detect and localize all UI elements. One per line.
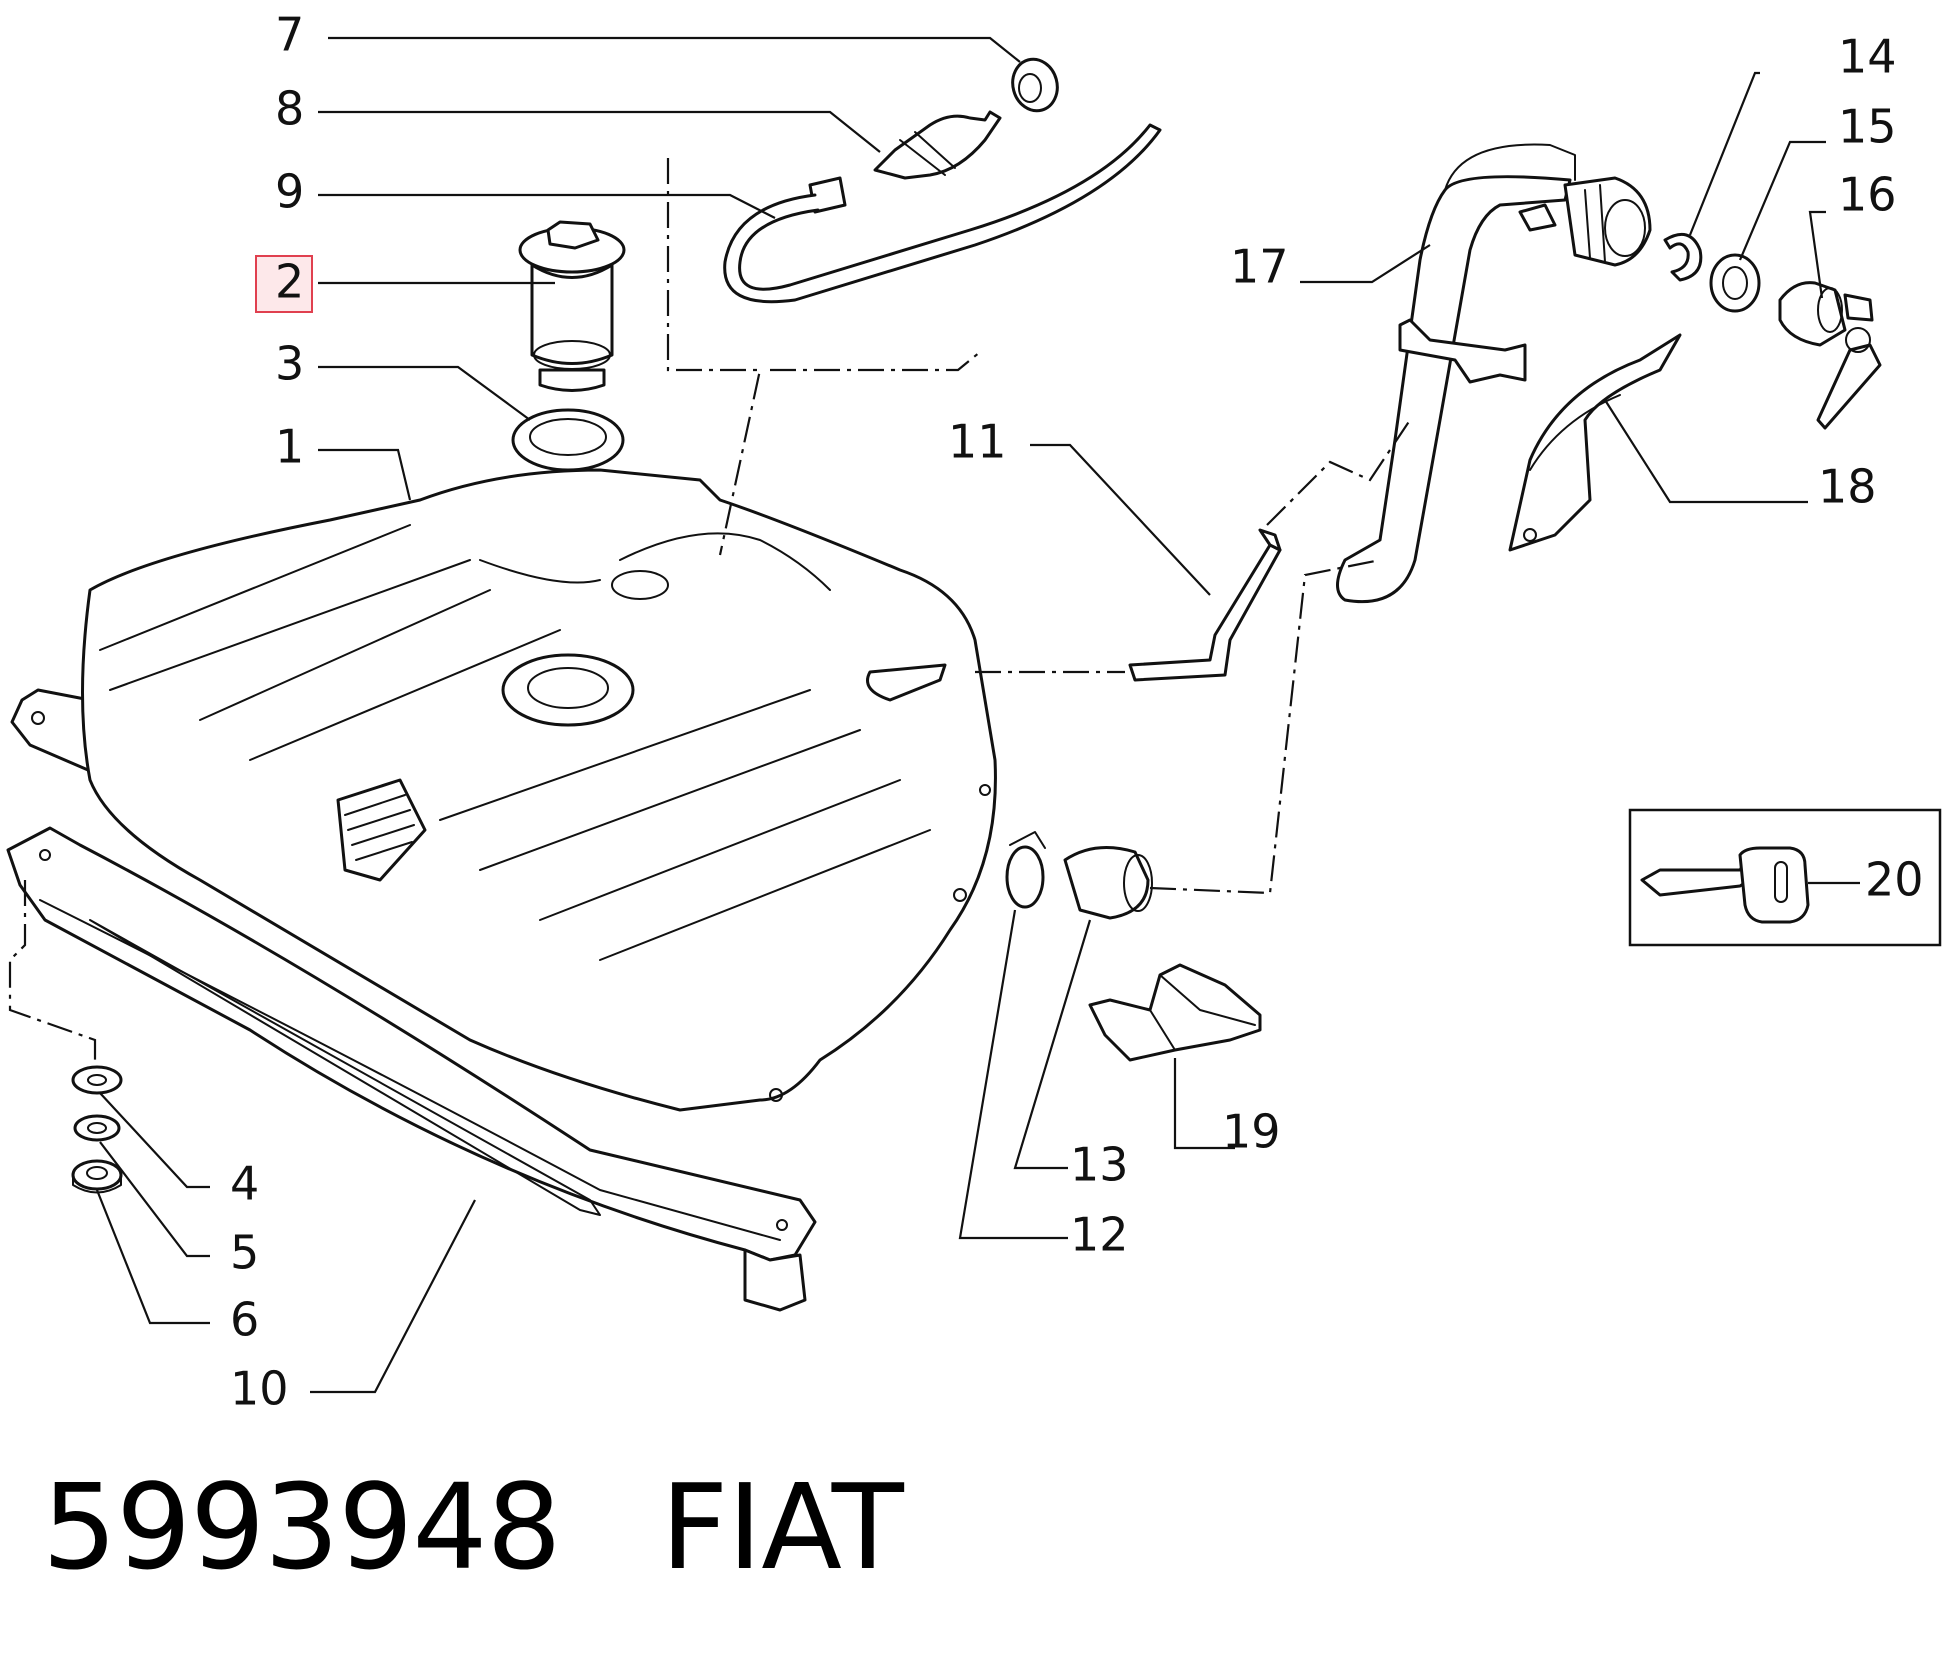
callout-14: 14: [1838, 30, 1897, 84]
callout-20: 20: [1865, 853, 1924, 907]
callout-10: 10: [230, 1362, 289, 1416]
bracket: [1088, 963, 1262, 1062]
callout-5: 5: [230, 1226, 259, 1280]
support-strap: [6, 826, 817, 1312]
callout-16: 16: [1838, 168, 1897, 222]
callout-18: 18: [1818, 460, 1877, 514]
seal-ring: [511, 408, 625, 472]
part-title: 5993948 FIAT: [42, 1458, 904, 1596]
vent-valve-assembly: [723, 57, 1162, 304]
callout-11: 11: [948, 415, 1007, 469]
heat-shield: [1508, 333, 1682, 552]
callout-9: 9: [275, 165, 304, 219]
callout-15: 15: [1838, 100, 1897, 154]
callout-8: 8: [275, 82, 304, 136]
callout-3: 3: [275, 337, 304, 391]
part-number: 5993948: [42, 1458, 562, 1596]
callout-17: 17: [1230, 240, 1289, 294]
brand-name: FIAT: [660, 1458, 904, 1596]
fuel-pump-sender: [518, 220, 626, 392]
callout-2-highlight: [255, 255, 313, 313]
key-inset: [1628, 808, 1942, 947]
filler-cap-set: [1663, 232, 1882, 430]
washer-set: [71, 1065, 123, 1194]
callout-19: 19: [1222, 1105, 1281, 1159]
callout-2: 2: [275, 255, 304, 309]
callout-numbers: 7 8 9 2 3 1 4 5 6 10 11 13 12 14 15 16 1…: [230, 8, 1924, 1416]
callout-7: 7: [275, 8, 304, 62]
callout-6: 6: [230, 1293, 259, 1347]
assembly-lines: [8, 158, 1411, 1060]
filler-neck: [1336, 143, 1652, 604]
vent-pipe: [1128, 528, 1282, 682]
callout-1: 1: [275, 420, 304, 474]
hose-clamp: [1005, 831, 1153, 920]
callout-13: 13: [1070, 1138, 1129, 1192]
fuel-tank: [10, 468, 997, 1112]
callout-4: 4: [230, 1157, 259, 1211]
callout-12: 12: [1070, 1208, 1129, 1262]
leader-lines: [95, 36, 1860, 1394]
